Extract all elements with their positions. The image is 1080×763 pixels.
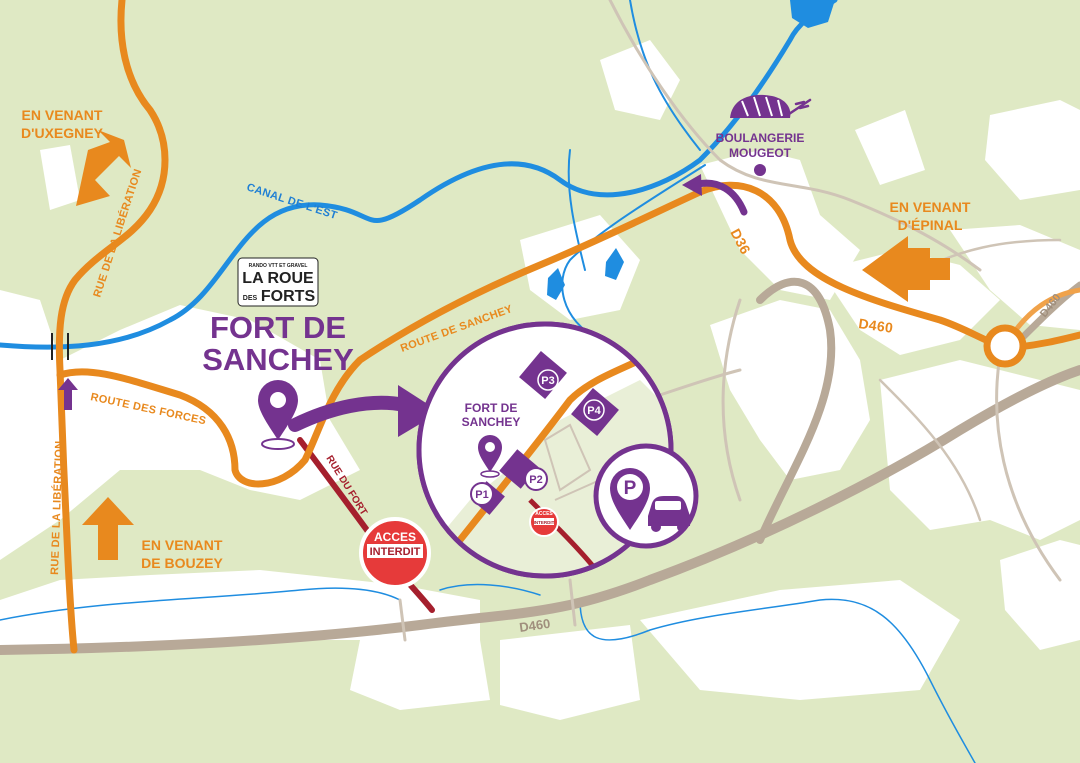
location-pin-icon — [478, 435, 502, 478]
direction-labels: EN VENANT D'UXEGNEY EN VENANT D'ÉPINAL E… — [21, 107, 971, 571]
small-sign-line2: INTERDIT — [534, 520, 555, 525]
parking-symbol-label: P — [624, 478, 637, 499]
grey-roads — [0, 0, 1080, 655]
parking-p3[interactable]: P3 — [519, 351, 567, 399]
small-sign-line1: ACCES — [535, 511, 553, 517]
urban-areas — [0, 40, 1080, 720]
sign-line1: ACCES — [374, 530, 416, 544]
fort-label: FORT DE SANCHEY — [202, 310, 354, 377]
sign-line2: INTERDIT — [370, 546, 421, 558]
bridge — [51, 333, 69, 360]
direction-epinal-line2: D'ÉPINAL — [898, 217, 963, 233]
boulangerie-marker[interactable] — [754, 164, 766, 176]
bread-icon — [730, 94, 812, 118]
road-label-d460-south: D460 — [518, 616, 551, 635]
parking-label-p1: P1 — [475, 489, 488, 501]
parking-markers: P3 P4 P2 P1 — [470, 351, 619, 515]
location-pin-icon[interactable] — [258, 380, 298, 450]
direction-uxegney-line2: D'UXEGNEY — [21, 125, 104, 141]
parking-p4[interactable]: P4 — [571, 388, 619, 436]
parking-label-p3: P3 — [541, 375, 554, 387]
inset-fort-line2: SANCHEY — [462, 415, 521, 429]
logo-prefix: DES — [243, 295, 258, 302]
inset-fort-line1: FORT DE — [465, 401, 518, 415]
arrow-icon — [76, 130, 131, 206]
boulangerie-label: BOULANGERIE MOUGEOT — [716, 131, 805, 160]
logo-line2: FORTS — [261, 288, 316, 305]
direction-epinal-line1: EN VENANT — [890, 199, 971, 215]
direction-uxegney-line1: EN VENANT — [22, 107, 103, 123]
boulangerie-line1: BOULANGERIE — [716, 131, 805, 145]
road-label-rue-liberation-bottom: RUE DE LA LIBÉRATION — [48, 440, 66, 575]
direction-bouzey-line2: DE BOUZEY — [141, 555, 223, 571]
ponds — [547, 0, 835, 300]
logo: RANDO VTT ET GRAVEL LA ROUE DES FORTS — [237, 257, 319, 307]
logo-tagline: RANDO VTT ET GRAVEL — [249, 263, 308, 269]
zoom-arrow-icon — [288, 385, 440, 437]
road-label-d460-east: D460 — [858, 315, 895, 336]
canal-label: CANAL DE L'EST — [245, 181, 339, 222]
boulangerie-line2: MOUGEOT — [729, 146, 792, 160]
parking-car-icon: P — [593, 443, 699, 549]
parking-label-p2: P2 — [529, 474, 542, 486]
parking-label-p4: P4 — [587, 405, 601, 417]
parking-p2[interactable]: P2 — [499, 449, 548, 491]
turn-arrow-icon — [682, 174, 748, 216]
inset-fort-label: FORT DE SANCHEY — [462, 401, 521, 478]
direction-arrows — [76, 130, 950, 560]
no-entry-sign-icon: ACCES INTERDIT — [359, 517, 431, 589]
fort-title-line2: SANCHEY — [202, 342, 354, 377]
parking-p1[interactable]: P1 — [470, 481, 505, 515]
arrow-icon — [82, 497, 134, 560]
fort-title-line1: FORT DE — [210, 310, 346, 345]
no-entry-sign-icon: ACCES INTERDIT — [529, 507, 559, 537]
liberation-turn-icon — [58, 378, 78, 410]
logo-line1: LA ROUE — [242, 270, 314, 287]
arrow-icon — [862, 236, 950, 302]
roundabout-icon — [983, 324, 1027, 368]
direction-bouzey-line1: EN VENANT — [142, 537, 223, 553]
